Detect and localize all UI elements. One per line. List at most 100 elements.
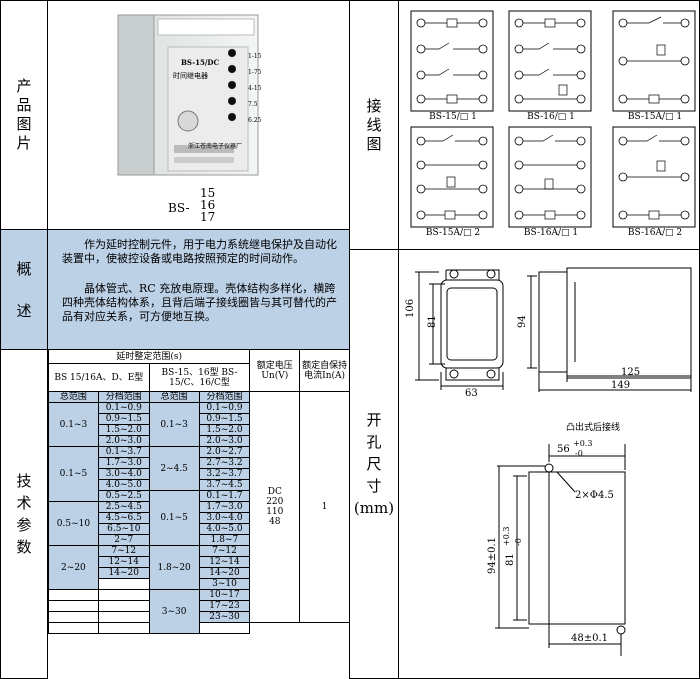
label-char: 数 (16, 538, 32, 556)
header-voltage: 额定电压Un(V) (249, 349, 301, 392)
empty-cell (48, 589, 99, 601)
g2-step: 23~30 (198, 611, 251, 623)
model-prefix: BS- (168, 201, 190, 215)
g2-step: 3.0~4.0 (198, 512, 251, 524)
g1-total: 0.1~3 (48, 402, 99, 447)
g1-step: 6.5~10 (97, 523, 150, 535)
col-step: 分档范围 (198, 391, 251, 403)
g2-step: 1.8~7 (198, 534, 251, 546)
empty-cell (97, 600, 150, 612)
g2-step: 14~20 (198, 567, 251, 579)
label-char: 概 (16, 259, 32, 278)
col-step: 分档范围 (97, 391, 150, 403)
label-char: 品 (16, 96, 32, 114)
empty-cell (48, 611, 99, 623)
overview-label-cell: 概 述 (0, 229, 48, 350)
g1-step: 14~20 (97, 567, 150, 579)
g1-step: 3.0~4.0 (97, 468, 150, 480)
dim-holes: 2×Φ4.5 (575, 490, 614, 501)
g1-step: 0.1~0.9 (97, 402, 150, 414)
empty-cell (97, 578, 150, 590)
dim-cutout-height: 94±0.1 (487, 537, 498, 574)
g1-step: 2~7 (97, 534, 150, 546)
g2-step: 17~23 (198, 600, 251, 612)
header-group-1: BS 15/16A、D、E型 (48, 363, 150, 392)
g2-total: 1.8~20 (148, 545, 200, 590)
g1-step: 4.5~6.5 (97, 512, 150, 524)
header-range: 延时整定范围(s) (47, 349, 251, 364)
empty-cell (48, 622, 99, 634)
device-maker: 浙江苍南电子仪器厂 (188, 143, 243, 150)
g2-step: 2.7~3.2 (198, 457, 251, 469)
header-group-2: BS-15、16型 BS-15/C、16/C型 (148, 363, 251, 392)
g2-step: 10~17 (198, 589, 251, 601)
dim-side-total: 149 (611, 380, 630, 391)
dimensions-label-cell: 开 孔 尺 寸 (mm) (349, 249, 399, 679)
dim-cutout-height-2-tol-up: +0.3 (502, 527, 511, 546)
g1-total: 2~20 (48, 545, 99, 590)
g2-step: 1.7~3.0 (198, 501, 251, 513)
g2-step: 1.5~2.0 (198, 424, 251, 436)
empty-cell (198, 622, 251, 634)
col-total: 总范围 (148, 391, 200, 403)
dim-cutout-pitch: 48±0.1 (571, 633, 608, 644)
device-label: BS-15/DC (181, 58, 220, 67)
wiring-label: BS-16A/□ 1 (523, 228, 579, 238)
wiring-label: BS-15A/□ 1 (627, 112, 683, 122)
label-char: 接 (366, 96, 382, 115)
g2-total: 2~4.5 (148, 446, 200, 491)
label-char: 开 (366, 411, 382, 429)
g1-step: 2.0~3.0 (97, 435, 150, 447)
label-char: 参 (16, 516, 32, 534)
g1-step: 7~12 (97, 545, 150, 557)
col-total: 总范围 (48, 391, 99, 403)
wiring-label: BS-16/□ 1 (527, 112, 575, 122)
device-scale: 1-15 1-75 4-15 7.5 6.25 (248, 53, 262, 124)
g2-total: 0.1~5 (148, 490, 200, 546)
empty-cell (97, 589, 150, 601)
dimensions-unit: (mm) (353, 499, 395, 517)
dim-cutout-width-tol-up: +0.3 (573, 439, 592, 448)
label-char: 尺 (366, 455, 382, 473)
empty-cell (97, 622, 150, 634)
dim-front-inner-height: 81 (427, 315, 438, 328)
g2-total: 3~30 (148, 589, 200, 634)
overview-cell: 作为延时控制元件，用于电力系统继电保护及自动化装置中，使被控设备或电路按照预定的… (47, 229, 350, 350)
product-image-label-cell: 产 品 图 片 (0, 0, 48, 230)
label-char: 产 (16, 77, 32, 95)
g2-step: 3~10 (198, 578, 251, 590)
label-char: 寸 (366, 477, 382, 495)
wiring-label-cell: 接 线 图 (349, 0, 399, 250)
dim-cutout-width: 56 (557, 444, 570, 455)
tech-label-cell: 技 术 参 数 (0, 349, 48, 679)
cutout-drawing: 56 +0.3 -0 2×Φ4.5 94±0.1 81 +0.3 -0 48±0… (487, 439, 626, 656)
wiring-label: BS-15A/□ 2 (425, 228, 481, 238)
dim-front-outer-height: 106 (405, 299, 416, 318)
g1-step: 0.9~1.5 (97, 413, 150, 425)
wiring-label: BS-15/□ 1 (429, 112, 477, 122)
header-current: 额定自保持电流In(A) (299, 349, 350, 392)
g1-total: 0.1~5 (48, 446, 99, 502)
g1-step: 0.5~2.5 (97, 490, 150, 502)
spec-table: 延时整定范围(s) 额定电压Un(V) 额定自保持电流In(A) BS 15/1… (47, 349, 350, 634)
label-char: 片 (16, 134, 32, 152)
g2-step: 0.1~1.7 (198, 490, 251, 502)
overview-para-1: 作为延时控制元件，用于电力系统继电保护及自动化装置中，使被控设备或电路按照预定的… (62, 238, 337, 265)
label-char: 孔 (366, 433, 382, 451)
g2-step: 3.2~3.7 (198, 468, 251, 480)
dim-front-width: 63 (465, 388, 478, 397)
dim-cutout-height-2-tol-low: -0 (514, 538, 523, 546)
cutout-title: 凸出式后接线 (566, 423, 621, 433)
g2-step: 0.9~1.5 (198, 413, 251, 425)
label-char: 术 (16, 494, 32, 512)
g2-step: 2.0~2.7 (198, 446, 251, 458)
relay-device-illustration (117, 14, 259, 176)
g2-step: 0.1~0.9 (198, 402, 251, 414)
g2-step: 3.7~4.5 (198, 479, 251, 491)
empty-cell (48, 600, 99, 612)
g2-total: 0.1~3 (148, 402, 200, 447)
dim-side-height: 94 (517, 315, 528, 328)
g1-step: 0.1~3.7 (97, 446, 150, 458)
